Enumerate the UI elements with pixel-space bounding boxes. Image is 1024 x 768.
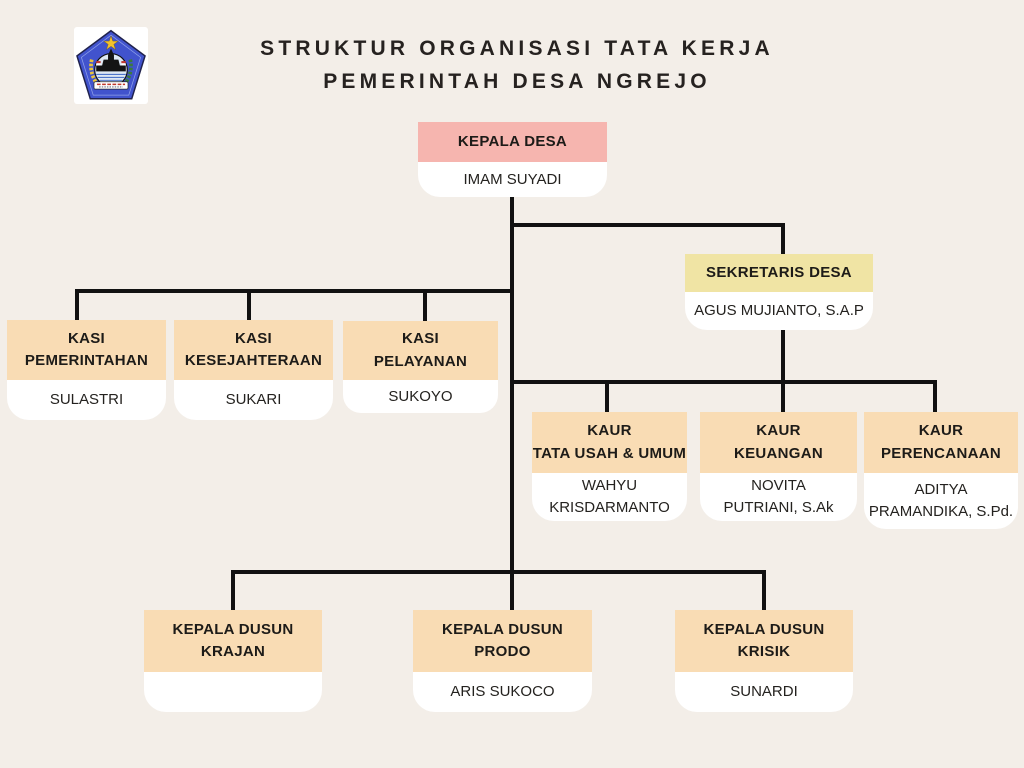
node-title-text-2: PERENCANAAN bbox=[881, 444, 1001, 462]
node-title-text-2: KRAJAN bbox=[200, 643, 266, 660]
node-title-kepala-desa: KEPALA DESA bbox=[418, 122, 607, 162]
org-node-kasi-pelayanan: KASI PELAYANAN SUKOYO bbox=[343, 321, 498, 413]
org-node-kaur-perencanaan: KAUR PERENCANAAN ADITYA PRAMANDIKA, S.Pd… bbox=[864, 412, 1018, 529]
node-person-kasi-kesejahteraan: SUKARI bbox=[174, 380, 333, 420]
org-node-kepala-dusun-krajan: KEPALA DUSUN KRAJAN bbox=[144, 610, 322, 712]
node-person-kepala-desa: IMAM SUYADI bbox=[418, 162, 607, 197]
org-node-kaur-keuangan: KAUR KEUANGAN NOVITA PUTRIANI, S.Ak bbox=[700, 412, 857, 521]
node-title-sekretaris-desa: SEKRETARIS DESA bbox=[685, 254, 873, 292]
node-title-text-2: KESEJAHTERAAN bbox=[184, 352, 323, 369]
pentagon-emblem-icon bbox=[74, 27, 148, 104]
org-node-kaur-tata-usaha-umum: KAUR TATA USAH & UMUM WAHYU KRISDARMANTO bbox=[532, 412, 687, 521]
org-node-kasi-pemerintahan: KASI PEMERINTAHAN SULASTRI bbox=[7, 320, 166, 420]
node-title-text: KASI bbox=[234, 329, 273, 347]
node-title-text: KAUR bbox=[756, 422, 801, 439]
connector-v-sekretaris-bottom bbox=[781, 330, 785, 412]
node-title-kaur-perencanaan: KAUR PERENCANAAN bbox=[864, 412, 1018, 473]
connector-v-kasi-pemerintahan bbox=[75, 289, 79, 321]
node-person-kasi-pelayanan: SUKOYO bbox=[343, 380, 498, 413]
node-person-kaur-tata-usaha-umum: WAHYU KRISDARMANTO bbox=[532, 473, 687, 521]
person-name-2: PUTRIANI, S.Ak bbox=[723, 499, 834, 516]
person-name: ADITYA bbox=[914, 481, 968, 499]
node-title-text-2: PRODO bbox=[474, 643, 531, 660]
person-name: IMAM SUYADI bbox=[463, 170, 562, 188]
org-node-sekretaris-desa: SEKRETARIS DESA AGUS MUJIANTO, S.A.P bbox=[685, 254, 873, 330]
node-title-kasi-pemerintahan: KASI PEMERINTAHAN bbox=[7, 320, 166, 380]
node-title-kepala-dusun-krisik: KEPALA DUSUN KRISIK bbox=[675, 610, 853, 672]
connector-h-to-sekretaris bbox=[510, 223, 785, 227]
node-title-kasi-pelayanan: KASI PELAYANAN bbox=[343, 321, 498, 380]
node-person-kaur-keuangan: NOVITA PUTRIANI, S.Ak bbox=[700, 473, 857, 521]
node-title-text: KASI bbox=[401, 330, 440, 347]
org-node-kepala-dusun-krisik: KEPALA DUSUN KRISIK SUNARDI bbox=[675, 610, 853, 712]
node-title-text: KEPALA DUSUN bbox=[172, 620, 294, 638]
node-person-kasi-pemerintahan: SULASTRI bbox=[7, 380, 166, 420]
person-name: SULASTRI bbox=[49, 391, 124, 409]
person-name: NOVITA bbox=[751, 477, 806, 495]
connector-v-kaur-tata-usaha bbox=[605, 380, 609, 412]
connector-v-dusun-krisik bbox=[762, 570, 766, 610]
node-title-text: KAUR bbox=[918, 422, 964, 439]
org-node-kasi-kesejahteraan: KASI KESEJAHTERAAN SUKARI bbox=[174, 320, 333, 420]
person-name: SUKOYO bbox=[388, 387, 453, 405]
page-title: STRUKTUR ORGANISASI TATA KERJA PEMERINTA… bbox=[0, 32, 1024, 98]
node-title-kaur-tata-usaha-umum: KAUR TATA USAH & UMUM bbox=[532, 412, 687, 473]
connector-v-sekretaris-top bbox=[781, 223, 785, 254]
node-title-text: SEKRETARIS DESA bbox=[706, 263, 852, 281]
connector-h-dusun-row bbox=[231, 570, 766, 574]
person-name: SUNARDI bbox=[730, 683, 798, 701]
connector-v-kaur-perencanaan bbox=[933, 380, 937, 412]
person-name-2: KRISDARMANTO bbox=[549, 499, 670, 516]
node-title-kepala-dusun-krajan: KEPALA DUSUN KRAJAN bbox=[144, 610, 322, 672]
org-node-kepala-desa: KEPALA DESA IMAM SUYADI bbox=[418, 122, 607, 197]
person-name: WAHYU bbox=[581, 477, 638, 495]
node-title-kasi-kesejahteraan: KASI KESEJAHTERAAN bbox=[174, 320, 333, 380]
connector-v-dusun-krajan bbox=[231, 570, 235, 610]
node-title-text-2: KEUANGAN bbox=[733, 444, 824, 462]
node-title-kepala-dusun-prodo: KEPALA DUSUN PRODO bbox=[413, 610, 592, 672]
node-title-text: KASI bbox=[67, 329, 106, 347]
node-title-text: KEPALA DUSUN bbox=[441, 620, 564, 638]
node-person-kepala-dusun-krajan bbox=[144, 672, 322, 712]
node-title-text-2: KRISIK bbox=[737, 643, 791, 660]
node-person-kaur-perencanaan: ADITYA PRAMANDIKA, S.Pd. bbox=[864, 473, 1018, 529]
connector-v-kasi-kesejahteraan bbox=[247, 289, 251, 321]
page-title-line-1: STRUKTUR ORGANISASI TATA KERJA bbox=[260, 37, 774, 60]
node-title-text-2: PELAYANAN bbox=[373, 352, 468, 370]
node-title-text-2: PEMERINTAHAN bbox=[24, 352, 149, 369]
node-title-kaur-keuangan: KAUR KEUANGAN bbox=[700, 412, 857, 473]
person-name-2: PRAMANDIKA, S.Pd. bbox=[868, 503, 1014, 520]
org-node-kepala-dusun-prodo: KEPALA DUSUN PRODO ARIS SUKOCO bbox=[413, 610, 592, 712]
node-person-kepala-dusun-krisik: SUNARDI bbox=[675, 672, 853, 712]
node-title-text-2: TATA USAH & UMUM bbox=[532, 444, 687, 462]
page-title-line-2: PEMERINTAH DESA NGREJO bbox=[323, 70, 711, 93]
person-name: SUKARI bbox=[225, 391, 282, 409]
node-person-sekretaris-desa: AGUS MUJIANTO, S.A.P bbox=[685, 292, 873, 330]
person-name: AGUS MUJIANTO, S.A.P bbox=[694, 302, 864, 320]
person-name: ARIS SUKOCO bbox=[450, 683, 555, 701]
node-title-text: KEPALA DUSUN bbox=[703, 620, 825, 638]
node-title-text: KEPALA DESA bbox=[457, 132, 568, 150]
connector-h-kaur-row bbox=[510, 380, 937, 384]
node-person-kepala-dusun-prodo: ARIS SUKOCO bbox=[413, 672, 592, 712]
node-title-text: KAUR bbox=[587, 422, 632, 439]
connector-spine-kepala-desa bbox=[510, 197, 514, 610]
village-emblem-logo bbox=[74, 27, 148, 104]
connector-h-kasi-row bbox=[75, 289, 514, 293]
connector-v-kasi-pelayanan bbox=[423, 289, 427, 322]
